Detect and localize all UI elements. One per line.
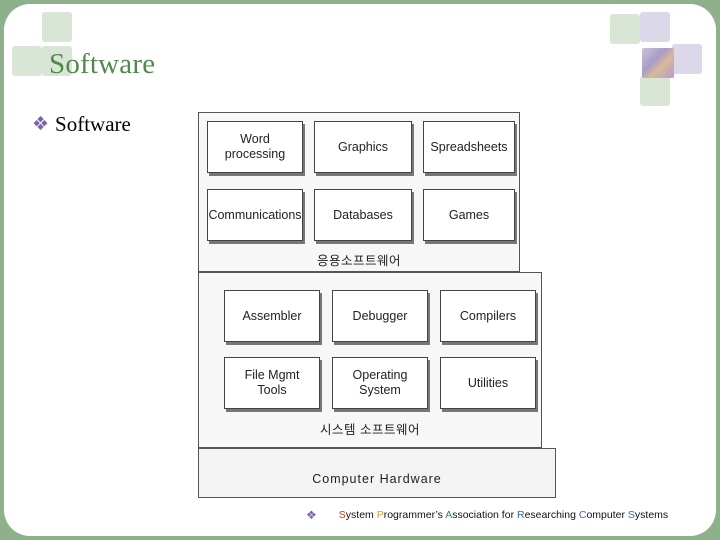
application-layer-label: 응용소프트웨어 — [316, 254, 401, 268]
footer-cap: A — [445, 509, 453, 521]
diagram-box: Word processing — [207, 121, 303, 173]
diagram-box: Games — [423, 189, 515, 241]
footer-word: ystem — [345, 509, 377, 521]
diagram-box: Spreadsheets — [423, 121, 515, 173]
bullet-text: Software — [55, 112, 131, 136]
diagram-box: File Mgmt Tools — [224, 357, 320, 409]
footer-text: System Programmer’s Association for Rese… — [339, 509, 668, 521]
footer: ❖ System Programmer’s Association for Re… — [306, 509, 668, 521]
hardware-layer — [198, 448, 556, 498]
diagram-box: Compilers — [440, 290, 536, 342]
footer-cap: S — [627, 509, 635, 521]
thumbnail-image — [642, 48, 674, 78]
footer-word: omputer — [586, 509, 628, 521]
footer-word: ssociation for — [452, 509, 517, 521]
diagram-box: Graphics — [314, 121, 412, 173]
diamond-bullet-icon: ❖ — [32, 114, 50, 135]
diagram-box: Assembler — [224, 290, 320, 342]
footer-cap: C — [578, 509, 587, 521]
decor-square — [42, 46, 72, 76]
bullet-item: ❖ Software — [32, 112, 131, 137]
slide-title: Software — [49, 48, 156, 80]
system-layer-label: 시스템 소프트웨어 — [320, 423, 420, 437]
footer-word: rogrammer’s — [383, 509, 446, 521]
footer-word: esearching — [524, 509, 579, 521]
decor-square — [12, 46, 42, 76]
footer-cap: R — [516, 509, 525, 521]
decor-square — [640, 12, 670, 42]
diagram-box: Databases — [314, 189, 412, 241]
hardware-layer-label: Computer Hardware — [312, 472, 442, 486]
diagram-box: Operating System — [332, 357, 428, 409]
footer-cap: S — [338, 509, 346, 521]
decor-square — [42, 12, 72, 42]
footer-word: ystems — [634, 509, 669, 521]
footer-diamond-icon: ❖ — [306, 508, 317, 522]
diagram-box: Communications — [207, 189, 303, 241]
diagram-box: Utilities — [440, 357, 536, 409]
decor-square — [672, 44, 702, 74]
decor-square — [640, 76, 670, 106]
diagram-box: Debugger — [332, 290, 428, 342]
decor-square — [610, 14, 640, 44]
footer-cap: P — [376, 509, 384, 521]
